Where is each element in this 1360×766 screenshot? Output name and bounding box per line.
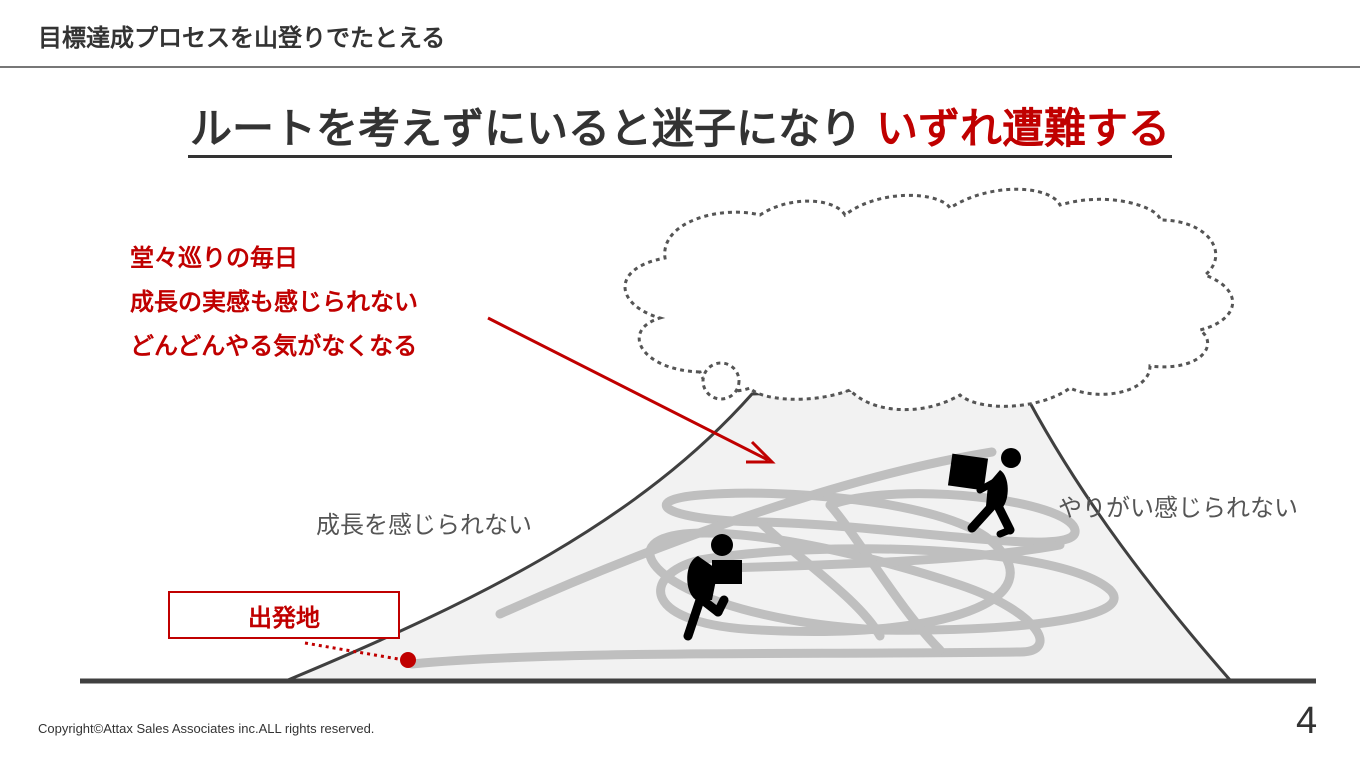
label-no-fulfillment: やりがい感じられない [1058,488,1298,523]
callout-line: 成長の実感も感じられない [130,280,418,324]
start-point-label: 出発地 [168,591,400,639]
cloud-icon [625,189,1233,409]
copyright: Copyright©Attax Sales Associates inc.ALL… [38,721,374,736]
page-number: 4 [1296,700,1317,743]
callout-text: 堂々巡りの毎日 成長の実感も感じられない どんどんやる気がなくなる [130,236,418,368]
label-no-growth: 成長を感じられない [316,505,532,540]
callout-line: どんどんやる気がなくなる [130,324,418,368]
callout-line: 堂々巡りの毎日 [130,236,418,280]
